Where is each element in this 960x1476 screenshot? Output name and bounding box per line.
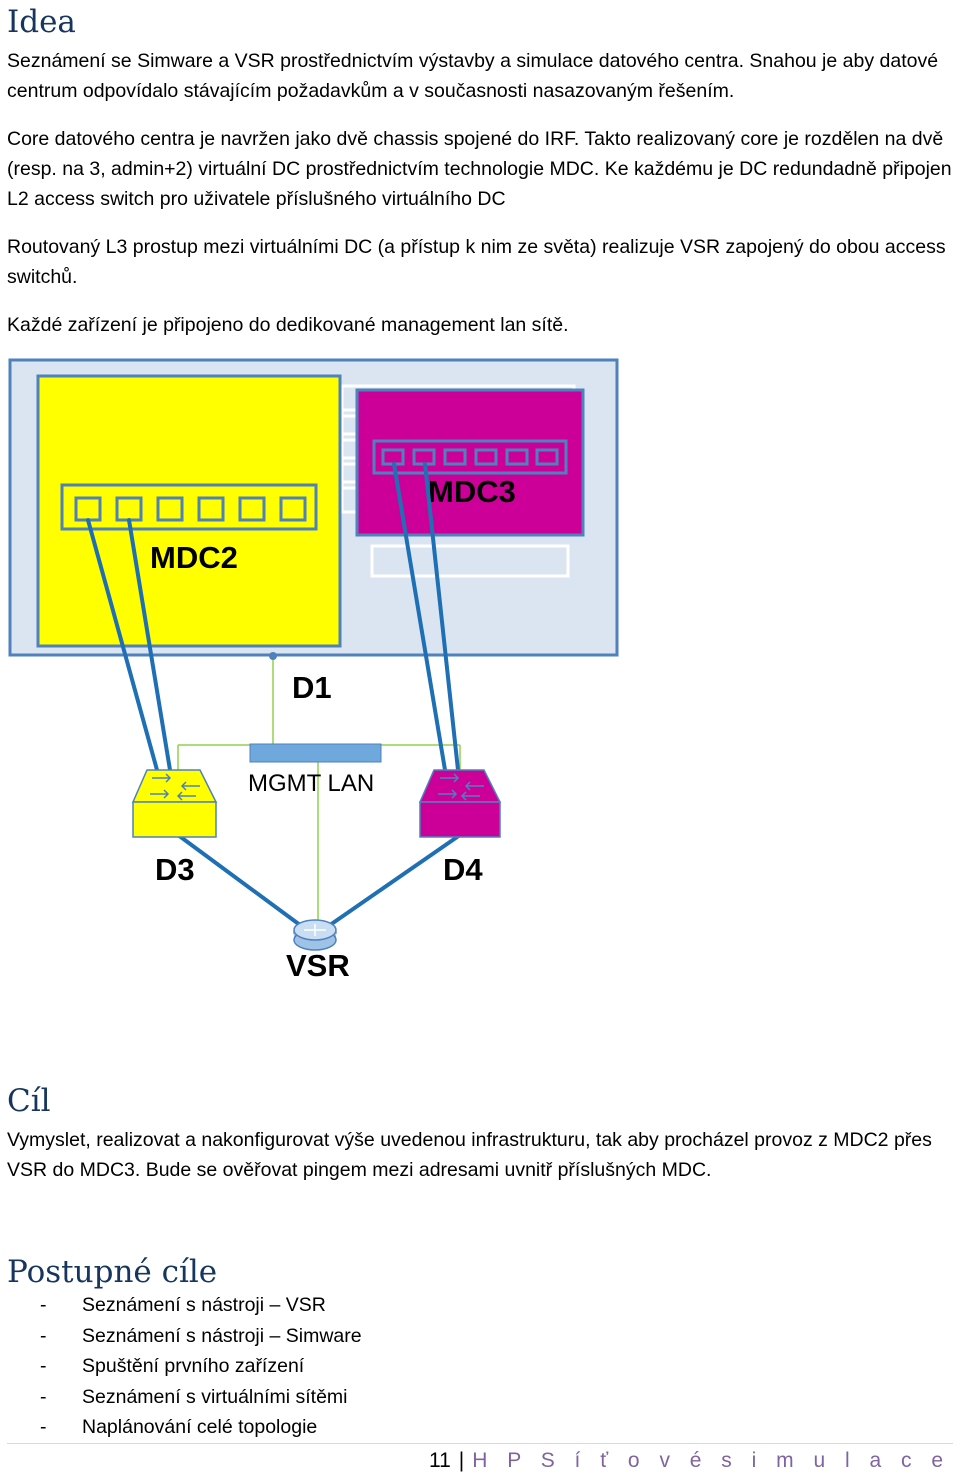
- mdc2-ports: [74, 496, 307, 522]
- d1-connector-dot: [269, 652, 277, 660]
- cil-paragraph: Vymyslet, realizovat a nakonfigurovat vý…: [7, 1129, 932, 1181]
- footer-rule: [7, 1443, 953, 1444]
- mdc2-label: MDC2: [150, 540, 238, 575]
- d1-label: D1: [292, 670, 332, 705]
- footer-separator: |: [458, 1449, 465, 1472]
- idea-paragraph-4: Každé zařízení je připojeno do dedikovan…: [7, 314, 569, 336]
- mgmt-lan-label: MGMT LAN: [248, 770, 374, 797]
- uplinks: [86, 462, 462, 927]
- page-number: 11: [428, 1449, 451, 1472]
- d4-switch-icon: [418, 769, 502, 838]
- idea-paragraph-2: Core datového centra je navržen jako dvě…: [7, 128, 952, 210]
- mgmt-lan-bar: [249, 743, 382, 763]
- heading-cil: Cíl: [7, 1083, 51, 1119]
- idea-paragraph-1: Seznámení se Simware a VSR prostřednictv…: [7, 50, 939, 102]
- footer-title: H P S í ť o v é s i m u l a c e: [472, 1449, 950, 1472]
- mdc3-label: MDC3: [428, 474, 516, 509]
- d4-label: D4: [443, 852, 483, 887]
- mdc2-port-panel: [60, 483, 318, 531]
- topology-diagram: MDC2 MDC3 D1 MGMT LAN: [8, 358, 619, 983]
- vsr-label: VSR: [286, 948, 350, 983]
- vsr-router-icon: [293, 919, 337, 951]
- page-footer: 11 | H P S í ť o v é s i m u l a c e: [429, 1447, 950, 1475]
- idea-paragraph-3: Routovaný L3 prostup mezi virtuálními DC…: [7, 236, 946, 288]
- mdc3-port-panel: [372, 439, 568, 475]
- heading-postupne-cile: Postupné cíle: [7, 1254, 218, 1290]
- heading-idea: Idea: [7, 4, 76, 40]
- d3-label: D3: [155, 852, 195, 887]
- d3-switch-icon: [131, 769, 218, 838]
